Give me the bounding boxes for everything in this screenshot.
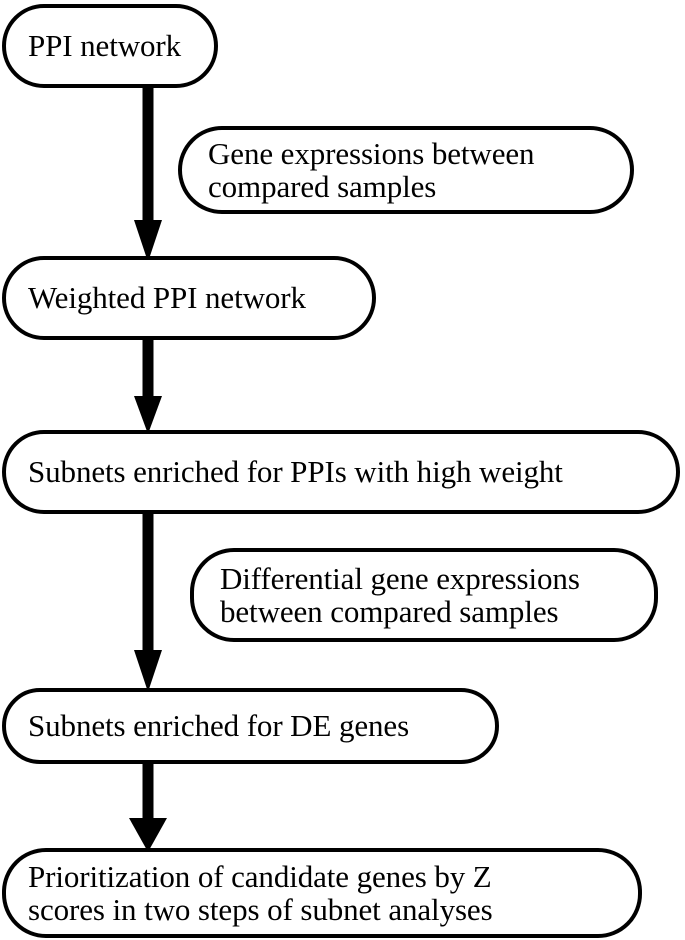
arrow-shaft <box>142 338 154 398</box>
arrow-ppi-to-weighted <box>134 86 162 262</box>
node-weighted-ppi-network[interactable]: Weighted PPI network <box>2 256 376 340</box>
arrow-shaft <box>142 762 154 820</box>
node-subnets-high-weight[interactable]: Subnets enriched for PPIs with high weig… <box>2 430 680 514</box>
node-label: Differential gene expressions between co… <box>220 560 580 629</box>
arrow-shaft <box>142 86 154 226</box>
node-label: Weighted PPI network <box>28 280 306 316</box>
node-gene-expressions-input[interactable]: Gene expressions between compared sample… <box>178 126 634 214</box>
arrow-weighted-to-subnets-weight <box>134 338 162 434</box>
node-label: Gene expressions between compared sample… <box>208 135 535 204</box>
node-label: PPI network <box>28 28 182 64</box>
arrow-head <box>134 220 162 262</box>
node-label: Subnets enriched for PPIs with high weig… <box>28 454 563 490</box>
node-label: Prioritization of candidate genes by Z s… <box>28 858 493 927</box>
node-prioritization[interactable]: Prioritization of candidate genes by Z s… <box>2 848 642 938</box>
node-differential-expressions-input[interactable]: Differential gene expressions between co… <box>190 548 658 642</box>
arrow-head <box>134 650 162 692</box>
arrow-shaft <box>142 512 154 654</box>
arrow-head <box>134 396 162 434</box>
node-ppi-network[interactable]: PPI network <box>2 4 218 88</box>
arrow-subnets-weight-to-de <box>134 512 162 692</box>
node-subnets-de-genes[interactable]: Subnets enriched for DE genes <box>2 688 499 764</box>
arrow-de-to-prioritization <box>129 762 167 852</box>
node-label: Subnets enriched for DE genes <box>28 708 410 744</box>
arrow-head <box>129 818 167 852</box>
